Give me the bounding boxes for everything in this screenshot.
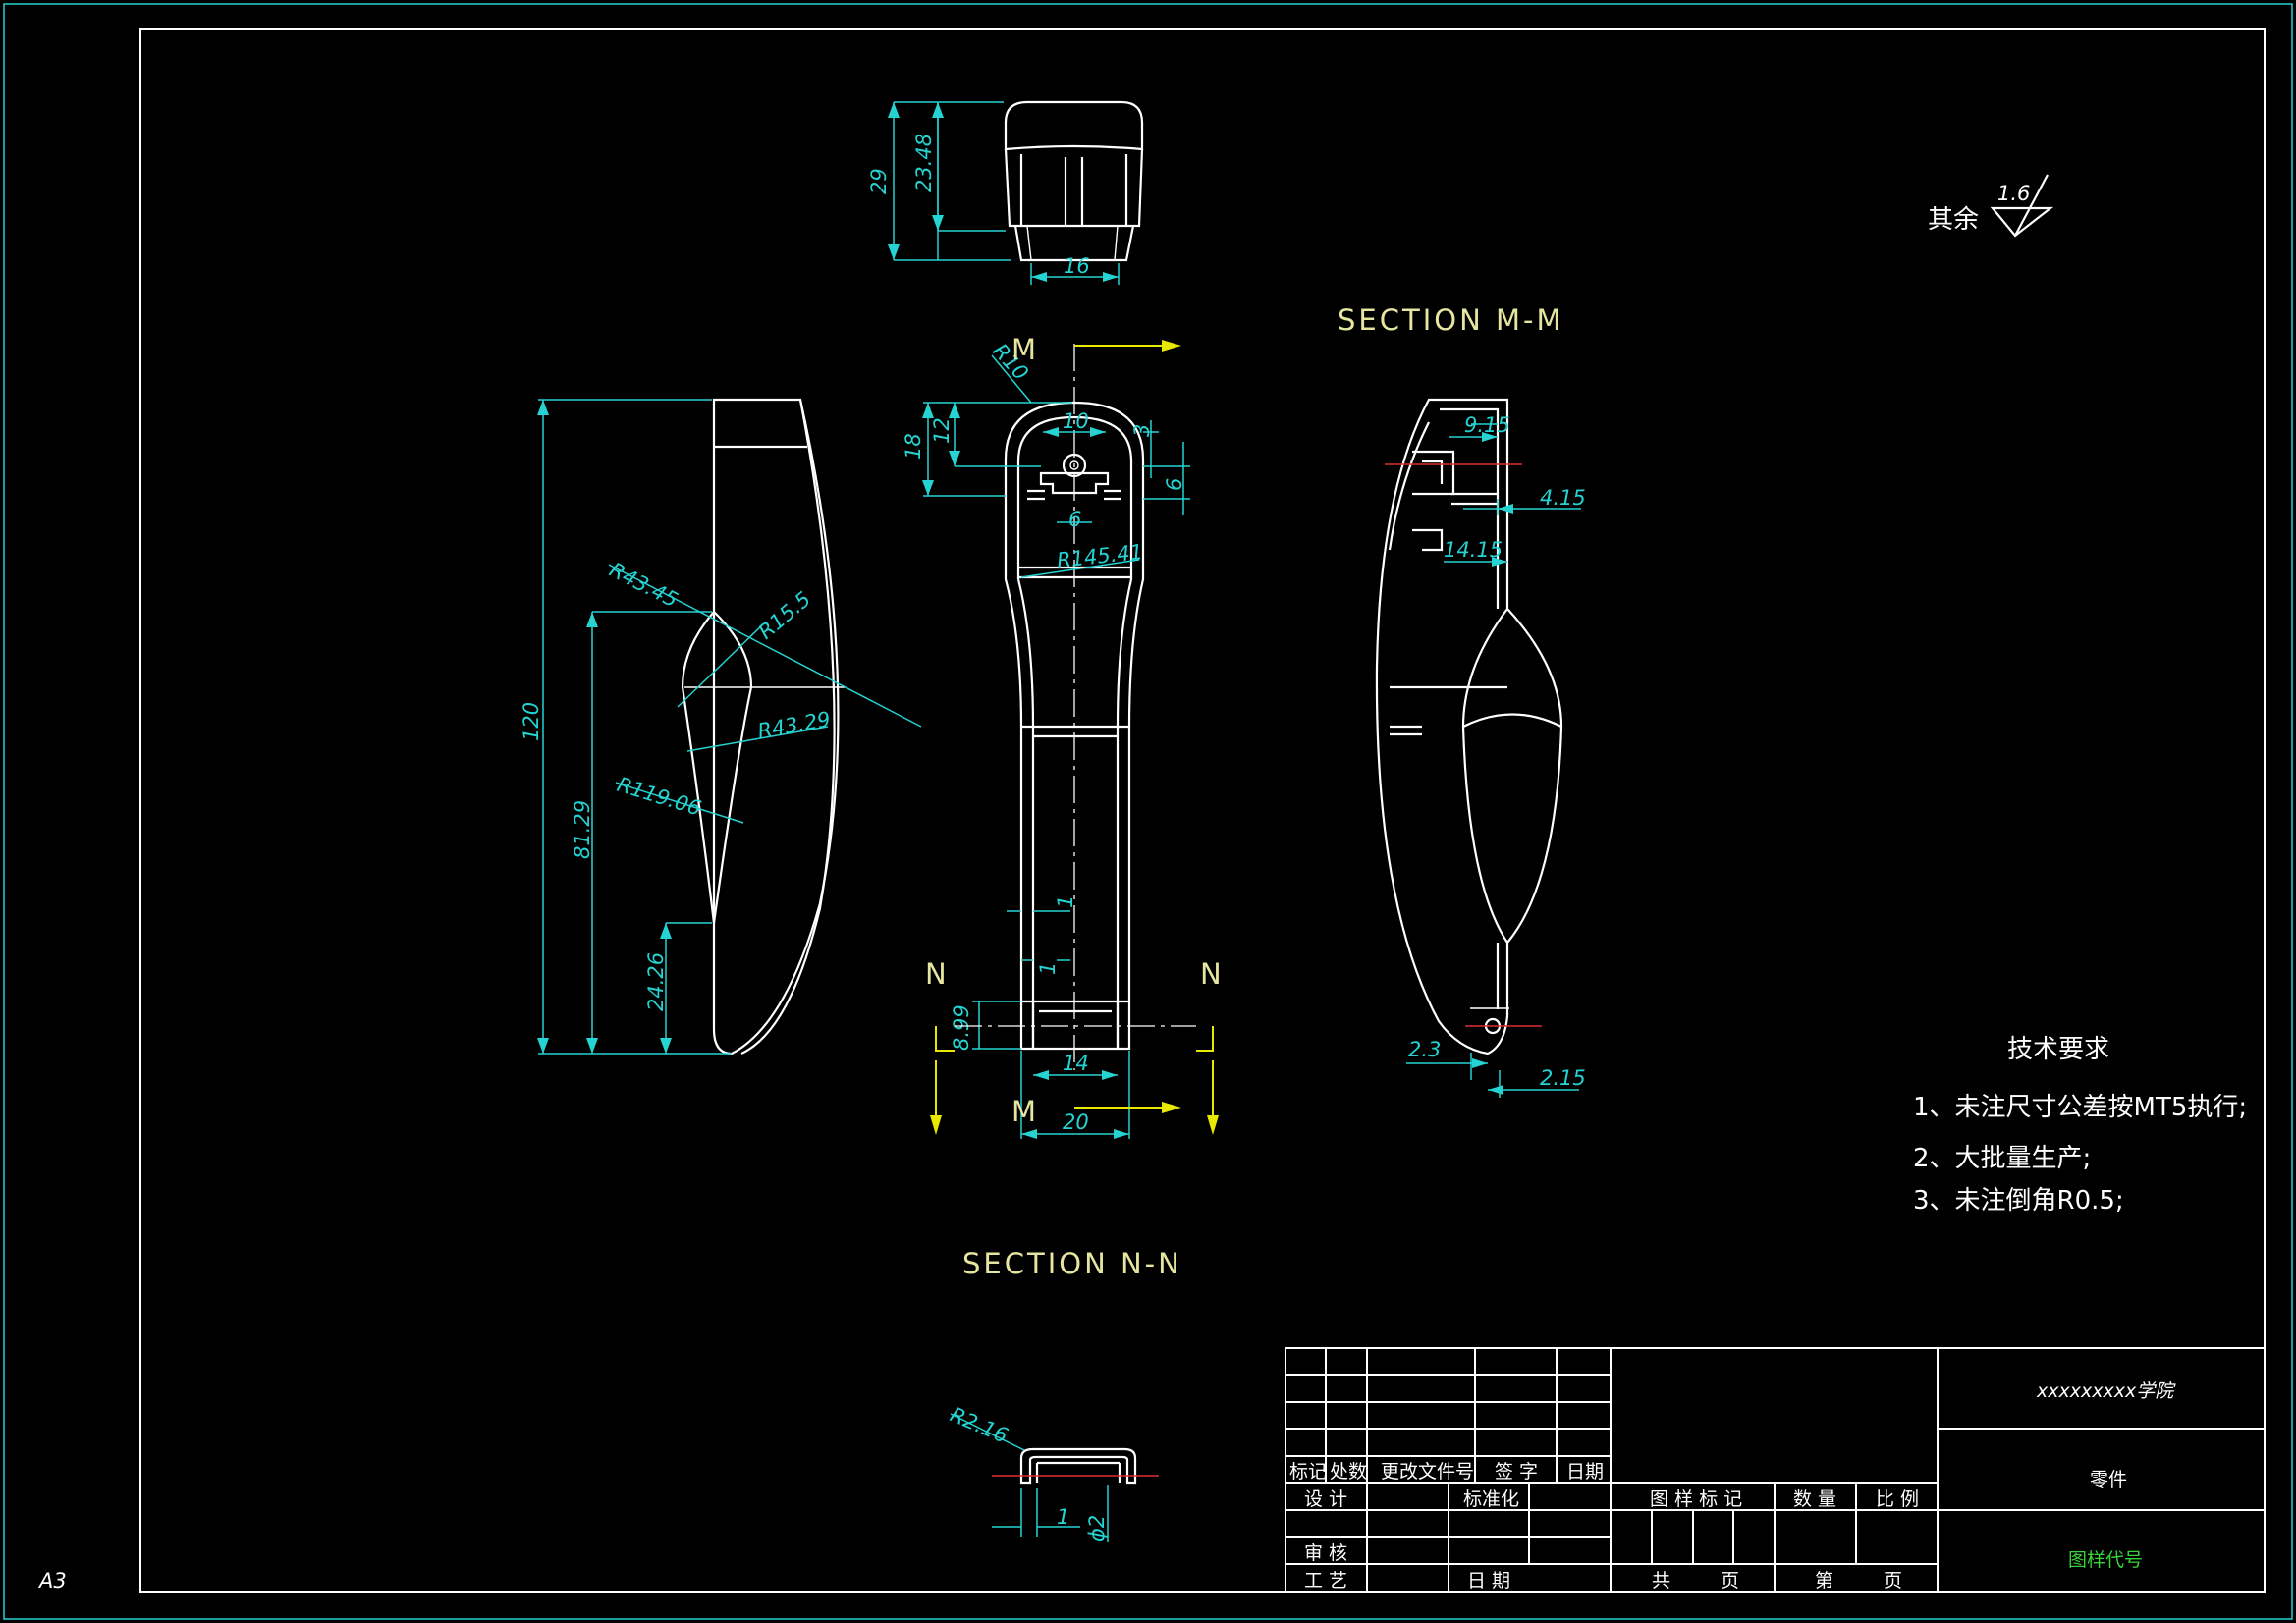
dim-top-29: 29 [867, 168, 891, 194]
dim-mm-2-3: 2.3 [1408, 1038, 1441, 1061]
dim-side-24-26: 24.26 [644, 952, 668, 1011]
dim-mm-14-15: 14.15 [1444, 538, 1503, 562]
tb-header-count: 处数 [1330, 1461, 1367, 1483]
dim-front-20: 20 [1063, 1110, 1089, 1134]
tb-row-date: 日 期 [1467, 1570, 1510, 1592]
tech-req-title: 技术要求 [2007, 1035, 2109, 1064]
dim-side-r119-06: R119.06 [615, 773, 704, 821]
dim-front-8-99: 8.99 [950, 1004, 973, 1051]
tb-row-standard: 标准化 [1463, 1488, 1519, 1510]
dim-top-23-48: 23.48 [912, 134, 936, 192]
tb-sheets-total: 共 [1652, 1570, 1670, 1592]
tb-mid-quantity: 数 量 [1793, 1488, 1836, 1510]
dim-front-1b: 1 [1036, 962, 1060, 975]
dim-front-6a: 6 [1163, 478, 1186, 491]
dim-side-81-29: 81.29 [571, 800, 594, 859]
dim-side-120: 120 [519, 702, 543, 741]
surface-finish-symbol: 其余 1.6 [1928, 174, 2054, 238]
dim-mm-9-15: 9.15 [1464, 413, 1510, 437]
dim-front-18: 18 [902, 433, 925, 460]
dim-front-10: 10 [1063, 409, 1089, 433]
sheet-size-label: A3 [37, 1569, 67, 1593]
dim-mm-2-15: 2.15 [1540, 1066, 1586, 1090]
tb-sheets-page2: 页 [1884, 1570, 1902, 1592]
top-view: 29 23.48 16 [867, 100, 1144, 285]
dim-detail-phi2: ϕ2 [1085, 1515, 1109, 1542]
tb-row-review: 审 核 [1304, 1542, 1347, 1564]
dim-side-r43-29: R43.29 [756, 707, 833, 743]
tech-req-item-3: 3、未注倒角R0.5; [1913, 1186, 2124, 1216]
dim-front-12: 12 [930, 417, 954, 444]
tech-req-item-2: 2、大批量生产; [1913, 1144, 2091, 1173]
dim-detail-1: 1 [1057, 1505, 1069, 1529]
tb-header-mark: 标记 [1289, 1461, 1327, 1483]
sheet-inner-frame [139, 28, 2266, 1593]
title-block: 标记 处数 更改文件号 签 字 日期 设 计 标准化 审 核 工 艺 日 期 图… [1285, 1347, 2266, 1593]
roughness-triangle-icon [1990, 174, 2054, 238]
front-view-section-nn: R10 18 12 10 3 6 6 R145.41 1 1 8.99 14 2… [902, 339, 1190, 1139]
dim-front-3: 3 [1130, 424, 1154, 437]
dim-detail-r2-16: R2.16 [947, 1403, 1011, 1448]
tb-header-date: 日期 [1566, 1461, 1604, 1483]
tb-sheets-page: 页 [1721, 1570, 1739, 1592]
sheet-outer-border [3, 3, 2293, 1620]
dim-side-r15-5: R15.5 [754, 587, 815, 644]
tb-drawing-code: 图样代号 [2068, 1549, 2143, 1571]
dim-front-6b: 6 [1068, 508, 1081, 531]
tb-part-name: 零件 [2090, 1469, 2127, 1490]
tb-sheets-nth: 第 [1815, 1570, 1833, 1592]
side-view: 120 R43.45 R15.5 R43.29 R119.06 81.29 24… [519, 398, 922, 1055]
dim-front-1a: 1 [1054, 895, 1077, 908]
section-mm-title: SECTION M-M [1338, 303, 1564, 337]
section-mark-n-right: N [1200, 957, 1225, 991]
detail-view: R2.16 1 ϕ2 [947, 1403, 1159, 1542]
dim-mm-4-15: 4.15 [1540, 486, 1586, 510]
tb-mid-scale: 比 例 [1876, 1488, 1919, 1510]
tb-row-process: 工 艺 [1304, 1570, 1347, 1592]
tech-req-item-1: 1、未注尺寸公差按MT5执行; [1913, 1093, 2247, 1122]
tb-row-design: 设 计 [1304, 1488, 1347, 1510]
tb-mid-drawing-mark: 图 样 标 记 [1650, 1488, 1742, 1510]
tb-school: xxxxxxxxx学院 [2036, 1380, 2176, 1402]
dim-front-14: 14 [1063, 1052, 1089, 1075]
tb-header-change-doc: 更改文件号 [1381, 1461, 1474, 1483]
section-cut-lines: M M N N [925, 333, 1225, 1135]
technical-requirements: 技术要求 1、未注尺寸公差按MT5执行; 2、大批量生产; 3、未注倒角R0.5… [1913, 1035, 2247, 1216]
surface-finish-label: 其余 [1928, 205, 1979, 235]
section-mark-m-top: M [1011, 333, 1039, 366]
section-nn-title: SECTION N-N [962, 1247, 1182, 1280]
section-mark-n-left: N [925, 957, 950, 991]
tb-header-signature: 签 字 [1495, 1461, 1538, 1483]
surface-finish-value: 1.6 [1997, 182, 2030, 205]
section-mm-view: 9.15 4.15 14.15 2.3 2.15 [1375, 398, 1586, 1098]
dim-top-16: 16 [1064, 254, 1090, 278]
section-mark-m-bottom: M [1011, 1095, 1039, 1128]
dim-side-r43-45: R43.45 [606, 558, 682, 612]
